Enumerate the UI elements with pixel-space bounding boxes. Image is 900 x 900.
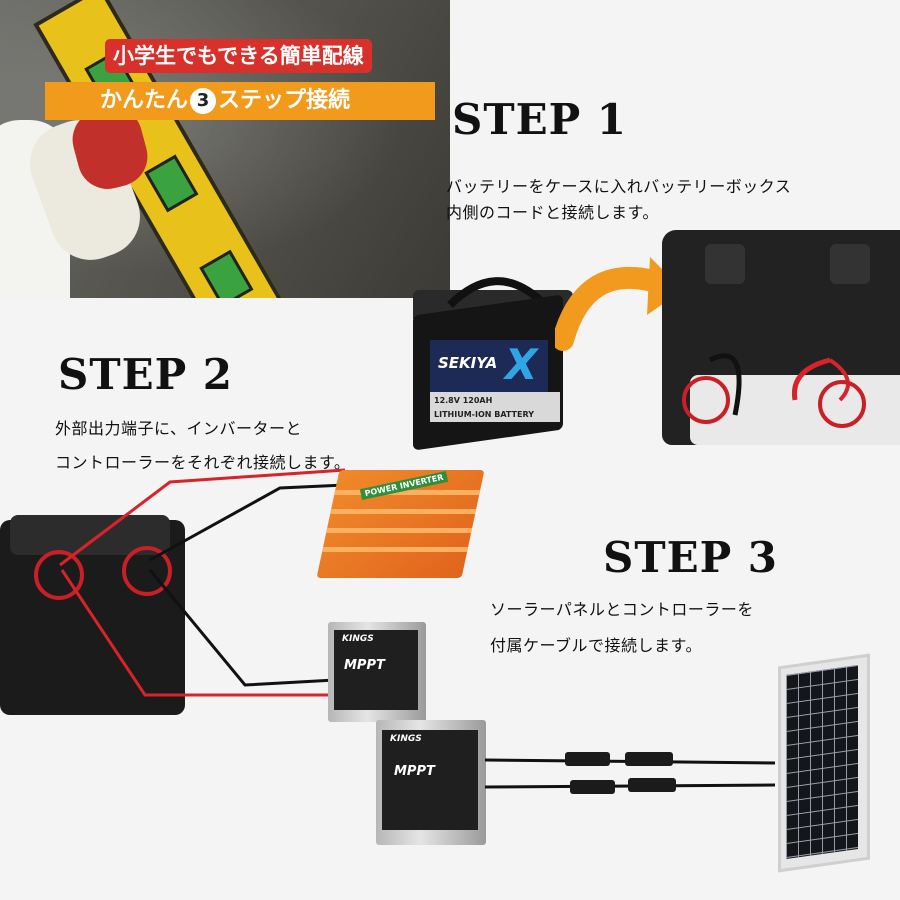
step3-line: ソーラーパネルとコントローラーを: [490, 600, 754, 619]
mc4-connector: [565, 752, 610, 766]
step3-title: STEP 3: [603, 533, 779, 582]
output-terminal-highlight: [122, 546, 172, 596]
controller-brand: KINGS: [390, 734, 422, 744]
terminal-highlight-positive: [818, 380, 866, 428]
battery-brand: SEKIYA: [430, 340, 548, 392]
step1-description: バッテリーをケースに入れバッテリーボックス 内側のコードと接続します。: [446, 174, 791, 226]
controller-face: [382, 730, 478, 830]
solar-panel-cells: [786, 664, 858, 860]
battery-spec: 12.8V 120AH LITHIUM-ION BATTERY: [430, 392, 560, 422]
banner-title-prefix: かんたん: [100, 88, 189, 113]
battery-spec-line: LITHIUM-ION BATTERY: [434, 410, 534, 419]
controller-brand: KINGS: [342, 634, 374, 644]
banner-subtitle: 小学生でもできる簡単配線: [105, 39, 372, 73]
step2-title: STEP 2: [58, 350, 234, 399]
step1-title: STEP 1: [452, 95, 628, 144]
banner-title-suffix: ステップ接続: [218, 88, 351, 113]
step2-line: コントローラーをそれぞれ接続します。: [55, 453, 351, 472]
step3-line: 付属ケーブルで接続します。: [490, 636, 702, 655]
step1-line: 内側のコードと接続します。: [446, 203, 659, 222]
mc4-connector: [570, 780, 615, 794]
controller-face: [334, 630, 418, 710]
charge-controller-image: KINGS MPPT: [328, 622, 426, 722]
step1-line: バッテリーをケースに入れバッテリーボックス: [446, 177, 792, 196]
battery-mark: X: [505, 340, 538, 389]
mc4-connector: [625, 752, 673, 766]
level-vial: [199, 249, 254, 298]
step2-line: 外部出力端子に、インバーターと: [55, 419, 303, 438]
box-latch: [830, 244, 870, 284]
box-latch: [705, 244, 745, 284]
step2-description: 外部出力端子に、インバーターと コントローラーをそれぞれ接続します。: [55, 412, 350, 480]
battery-spec-line: 12.8V 120AH: [434, 396, 493, 405]
terminal-highlight-negative: [682, 376, 730, 424]
mc4-connector: [628, 778, 676, 792]
charge-controller-image: KINGS MPPT: [376, 720, 486, 845]
output-terminal-highlight: [34, 550, 84, 600]
step2-wires: [59, 468, 346, 697]
controller-model: MPPT: [344, 658, 385, 673]
step-count-badge: 3: [190, 88, 217, 114]
controller-model: MPPT: [394, 764, 435, 779]
step3-description: ソーラーパネルとコントローラーを 付属ケーブルで接続します。: [490, 592, 754, 664]
battery-handle: [447, 277, 543, 308]
level-vial: [144, 154, 199, 213]
